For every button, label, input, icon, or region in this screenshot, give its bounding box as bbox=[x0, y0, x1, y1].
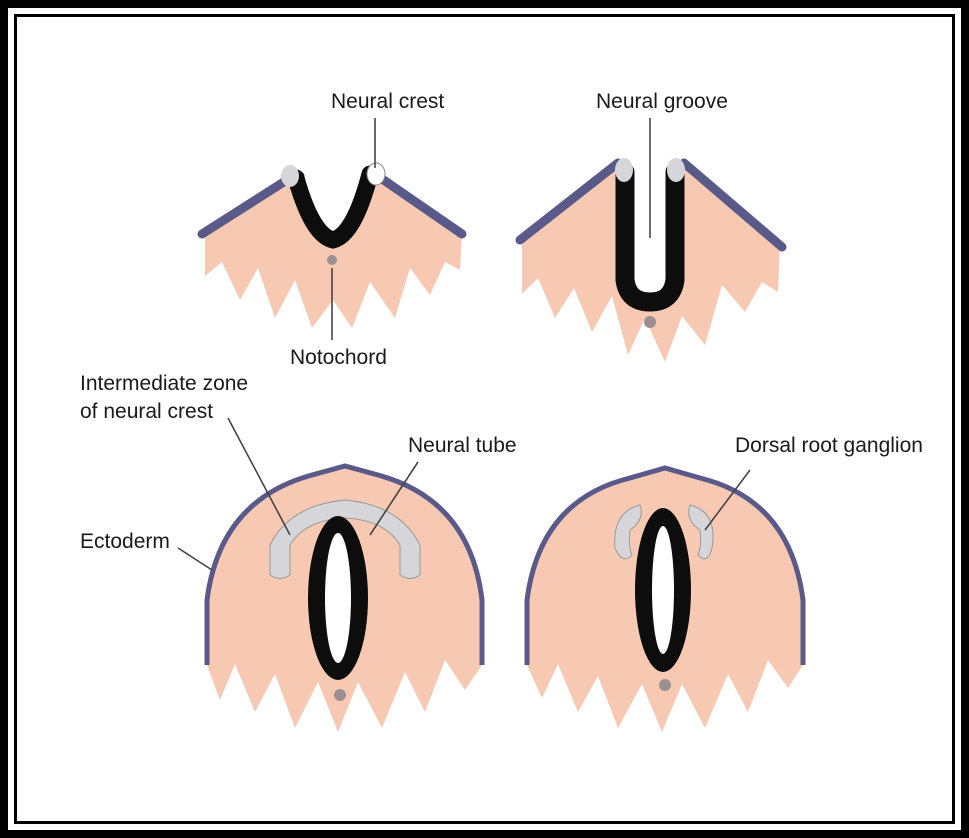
neural-crest-cell-right bbox=[667, 158, 685, 182]
label-neural-crest: Neural crest bbox=[331, 90, 444, 113]
label-intermediate-zone-line1: Intermediate zone bbox=[80, 372, 248, 395]
label-neural-groove: Neural groove bbox=[596, 90, 728, 113]
label-intermediate-zone-line2: of neural crest bbox=[80, 400, 213, 423]
label-neural-tube: Neural tube bbox=[408, 434, 517, 457]
label-notochord: Notochord bbox=[290, 346, 387, 369]
notochord-dot bbox=[327, 255, 337, 265]
panel-dorsal-root-ganglion bbox=[527, 468, 803, 732]
panel-neural-groove bbox=[520, 118, 782, 362]
notochord-dot bbox=[644, 316, 656, 328]
notochord-dot bbox=[334, 689, 346, 701]
neural-crest-cell-right bbox=[367, 163, 385, 185]
neural-crest-cell-left bbox=[615, 158, 633, 182]
mesoderm-tissue bbox=[205, 170, 462, 328]
mesoderm-tissue bbox=[522, 163, 780, 362]
neural-tube-lumen bbox=[652, 526, 674, 654]
panel-neural-tube bbox=[207, 418, 482, 732]
notochord-dot bbox=[659, 679, 671, 691]
label-ectoderm: Ectoderm bbox=[80, 530, 170, 553]
panel-neural-plate bbox=[202, 118, 462, 340]
neural-tube-lumen bbox=[325, 533, 351, 663]
label-dorsal-root-ganglion: Dorsal root ganglion bbox=[735, 434, 923, 457]
neural-crest-cell-left bbox=[281, 165, 299, 187]
ectoderm-leader bbox=[178, 548, 212, 570]
